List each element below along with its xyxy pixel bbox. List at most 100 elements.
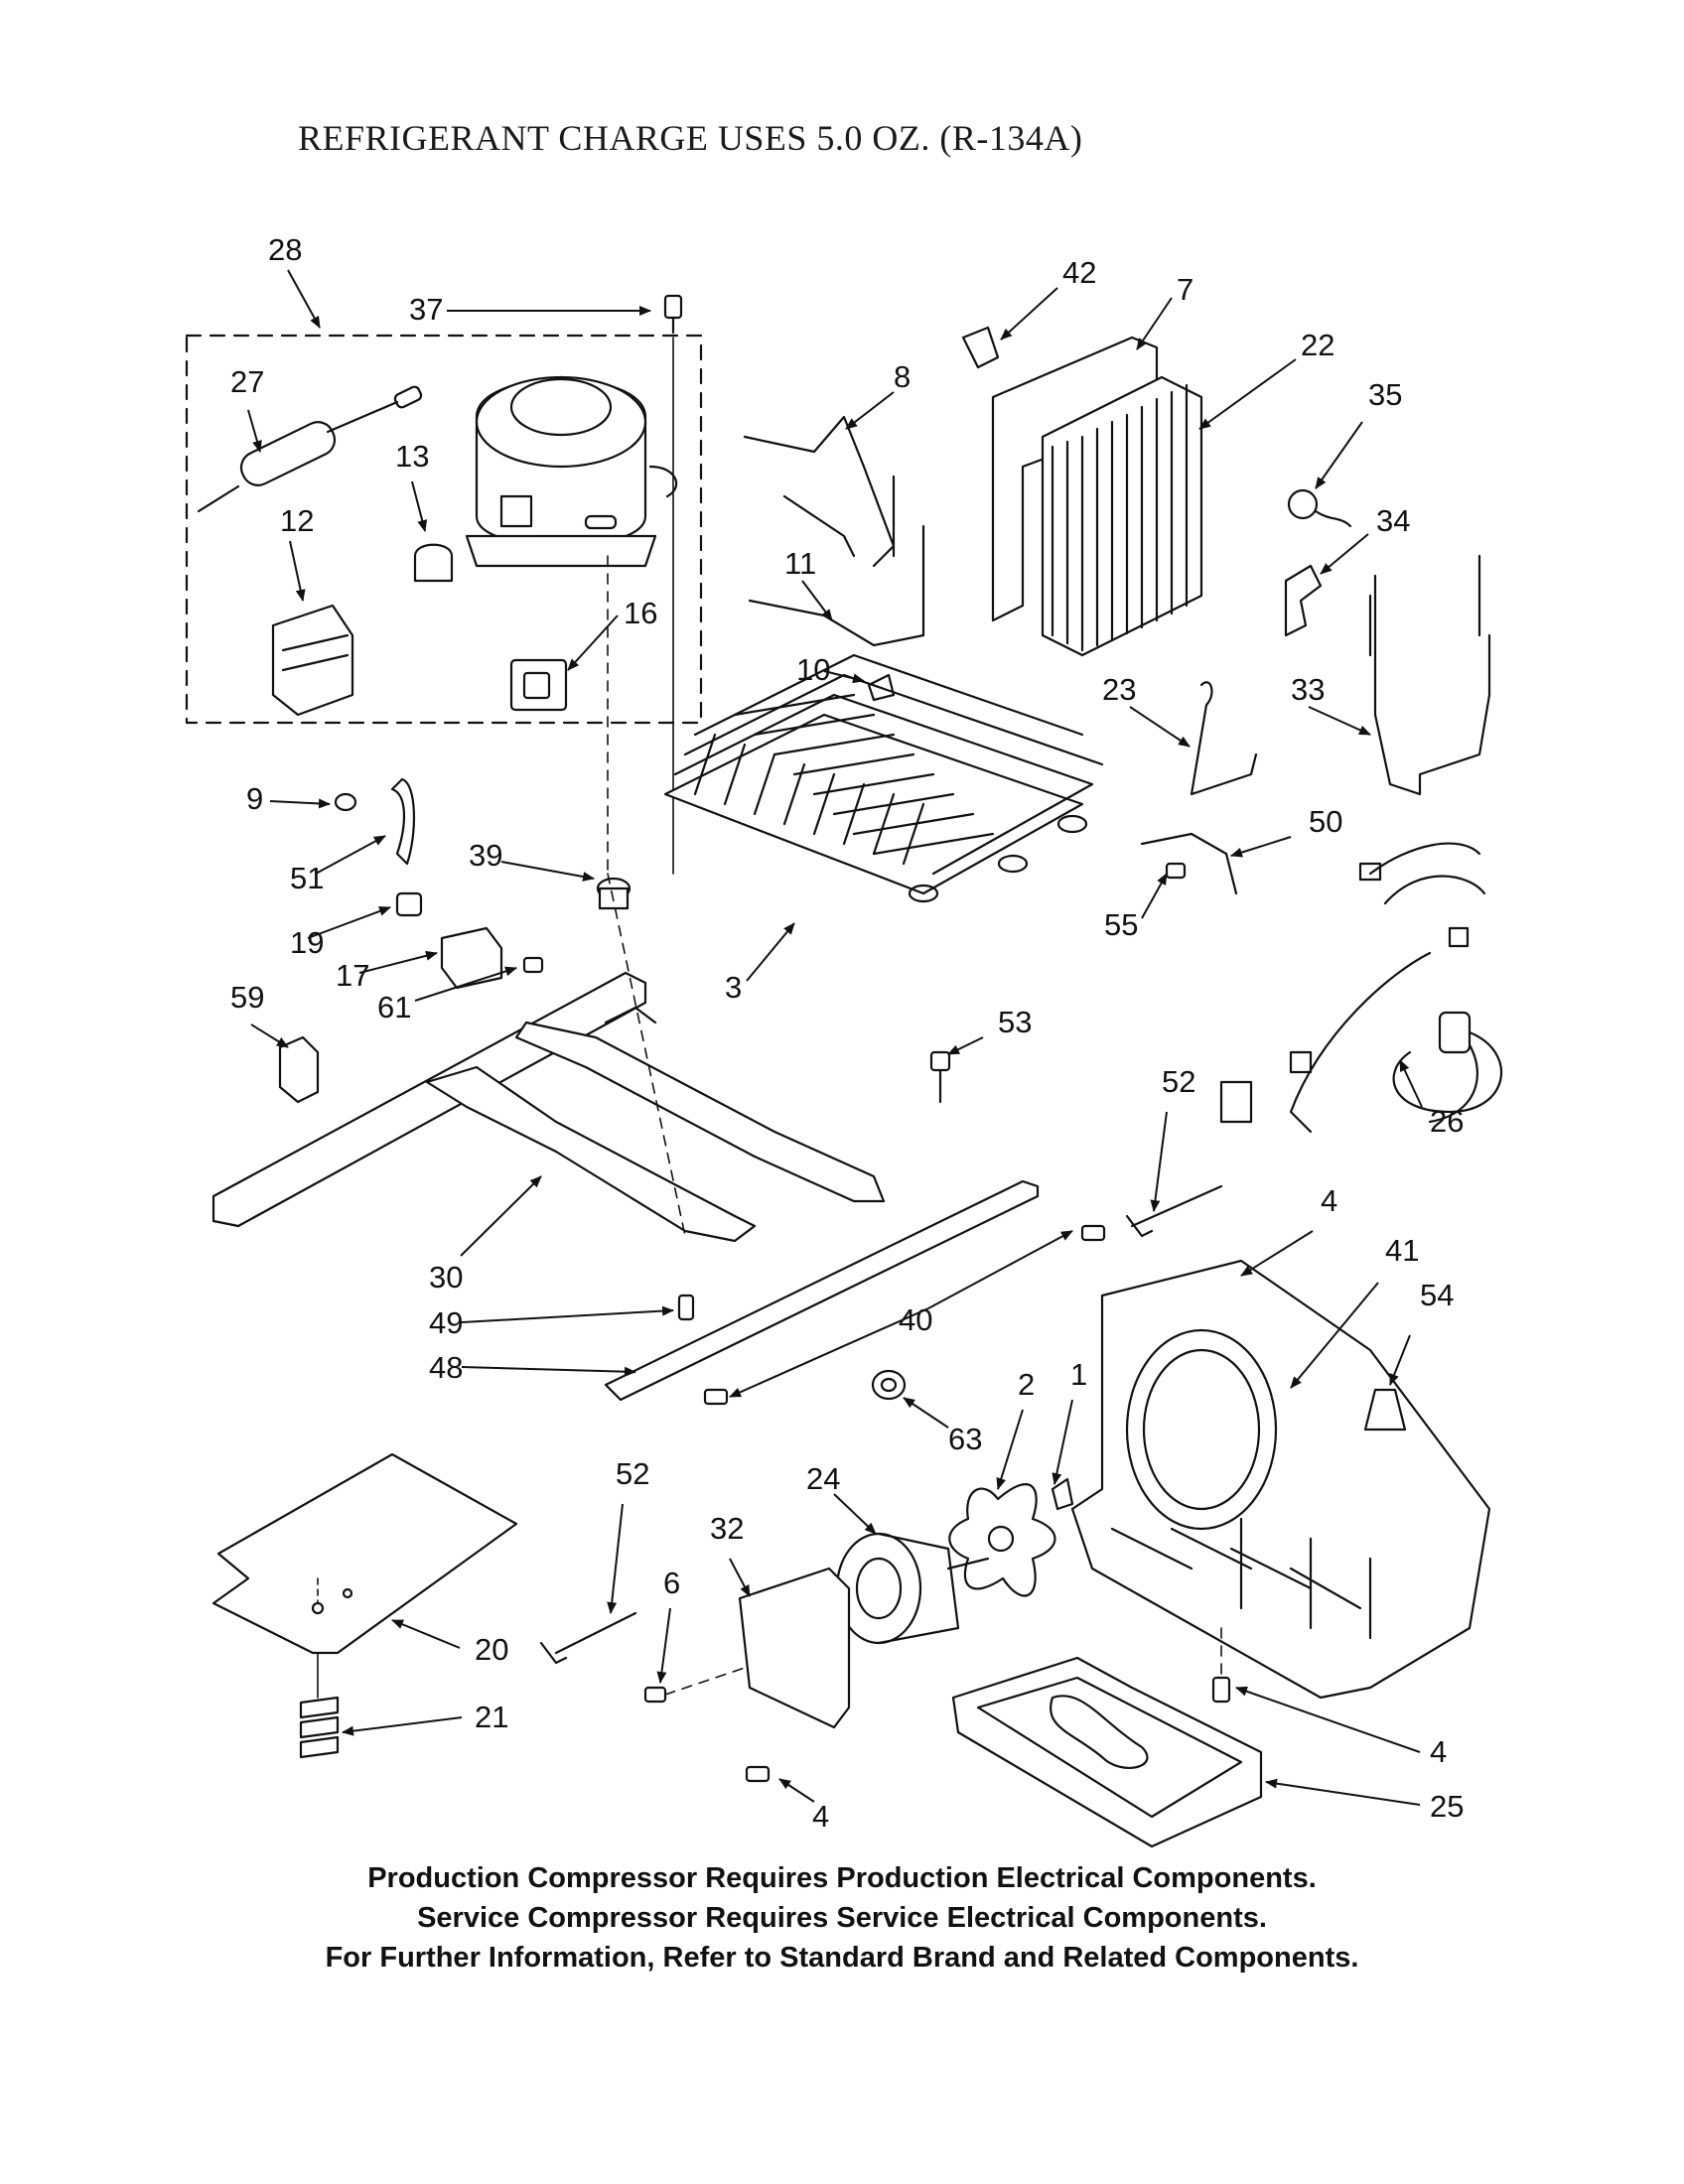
callout-53: 53: [998, 1005, 1032, 1039]
leader-lines: [247, 269, 1423, 1806]
callout-63: 63: [948, 1422, 982, 1456]
connector-icon: [395, 891, 423, 917]
condenser-icon: [991, 336, 1203, 657]
tube-icon: [743, 415, 896, 568]
callout-27: 27: [230, 364, 264, 399]
nut-icon: [871, 1369, 907, 1401]
drain-pan-icon: [951, 1656, 1263, 1848]
callout-26: 26: [1430, 1104, 1464, 1139]
rod-icon: [1190, 681, 1258, 796]
callout-48: 48: [429, 1350, 463, 1385]
callout-61: 61: [377, 990, 411, 1024]
footer-note-production: Production Compressor Requires Productio…: [367, 1862, 1317, 1894]
callout-24: 24: [806, 1461, 840, 1496]
bracket-icon: [1140, 832, 1238, 895]
callout-8: 8: [894, 359, 911, 394]
fan-housing-icon: [1070, 1259, 1491, 1700]
callout-50: 50: [1309, 804, 1342, 839]
switch-icon: [440, 926, 503, 990]
callout-30: 30: [429, 1260, 463, 1295]
clip-icon: [867, 673, 896, 702]
motor-bracket-icon: [738, 1567, 851, 1729]
callout-4: 4: [1321, 1183, 1337, 1218]
grommet-icon: [596, 877, 632, 910]
callout-19: 19: [290, 925, 324, 960]
callout-23: 23: [1102, 672, 1136, 707]
drier-tube-icon: [197, 385, 423, 513]
screw-icon: [643, 1686, 667, 1704]
refrigerant-charge-note: REFRIGERANT CHARGE USES 5.0 OZ. (R-134A): [298, 118, 1083, 158]
callout-41: 41: [1385, 1233, 1419, 1268]
callout-11: 11: [784, 546, 816, 581]
screw-icon: [1211, 1676, 1231, 1704]
callout-13: 13: [395, 439, 429, 474]
tube-icon: [1368, 554, 1491, 796]
callout-28: 28: [268, 232, 302, 267]
clip-icon: [961, 326, 1000, 369]
callout-42: 42: [1062, 255, 1096, 290]
screw-icon: [677, 1294, 695, 1321]
retainer-icon: [1051, 1477, 1074, 1511]
callout-54: 54: [1420, 1278, 1454, 1312]
callout-9: 9: [246, 781, 263, 816]
callout-21: 21: [475, 1700, 508, 1734]
screw-icon: [522, 956, 544, 974]
callout-17: 17: [336, 958, 369, 993]
overload-icon: [509, 658, 568, 712]
tie-strap-icon: [539, 1611, 637, 1665]
tie-strap-icon: [1125, 1184, 1223, 1238]
base-panel-icon: [211, 1452, 518, 1699]
callout-12: 12: [280, 503, 314, 538]
callout-10: 10: [796, 652, 830, 687]
callout-25: 25: [1430, 1789, 1464, 1824]
callout-4: 4: [812, 1799, 829, 1834]
wire-nut-icon: [1363, 1388, 1407, 1432]
tube-icon: [748, 524, 925, 647]
callout-39: 39: [469, 838, 502, 873]
bracket-icon: [278, 1035, 320, 1104]
screw-icon: [703, 1388, 729, 1406]
callout-59: 59: [230, 980, 264, 1015]
callout-37: 37: [409, 292, 443, 327]
callout-52: 52: [1162, 1064, 1195, 1099]
hose-icon: [390, 777, 415, 866]
rail-icon: [604, 1179, 1040, 1402]
callout-33: 33: [1291, 672, 1325, 707]
thermostat-icon: [1287, 488, 1352, 528]
screw-icon: [929, 1050, 951, 1104]
callout-1: 1: [1070, 1357, 1087, 1392]
callout-52: 52: [616, 1456, 649, 1491]
callout-51: 51: [290, 861, 324, 895]
footer-notes: Production Compressor Requires Productio…: [0, 1858, 1684, 1978]
footer-note-reference: For Further Information, Refer to Standa…: [325, 1942, 1359, 1974]
cap-icon: [334, 792, 357, 812]
relay-icon: [271, 604, 354, 717]
callout-22: 22: [1301, 328, 1334, 362]
callout-34: 34: [1376, 503, 1410, 538]
compressor-icon: [465, 375, 678, 568]
screw-icon: [1165, 862, 1187, 880]
base-frame-icon: [211, 971, 886, 1243]
screw-icon: [745, 1765, 771, 1783]
fan-blade-icon: [948, 1483, 1056, 1597]
callout-49: 49: [429, 1305, 463, 1340]
evaporator-coil-icon: [663, 653, 1104, 903]
compressor-kit-boundary: [185, 334, 703, 725]
callout-6: 6: [663, 1566, 680, 1600]
callout-16: 16: [624, 596, 657, 630]
footer-note-service: Service Compressor Requires Service Elec…: [417, 1902, 1267, 1934]
callout-40: 40: [899, 1302, 932, 1337]
callout-55: 55: [1104, 907, 1138, 942]
bracket-icon: [1284, 564, 1323, 637]
screw-icon: [663, 294, 683, 335]
wire-harness-icon: [1219, 842, 1503, 1134]
clip-icon: [413, 543, 454, 583]
callout-3: 3: [725, 970, 742, 1005]
spring-icon: [299, 1696, 340, 1759]
callout-32: 32: [710, 1511, 744, 1546]
callout-20: 20: [475, 1632, 508, 1667]
callout-2: 2: [1018, 1367, 1035, 1402]
